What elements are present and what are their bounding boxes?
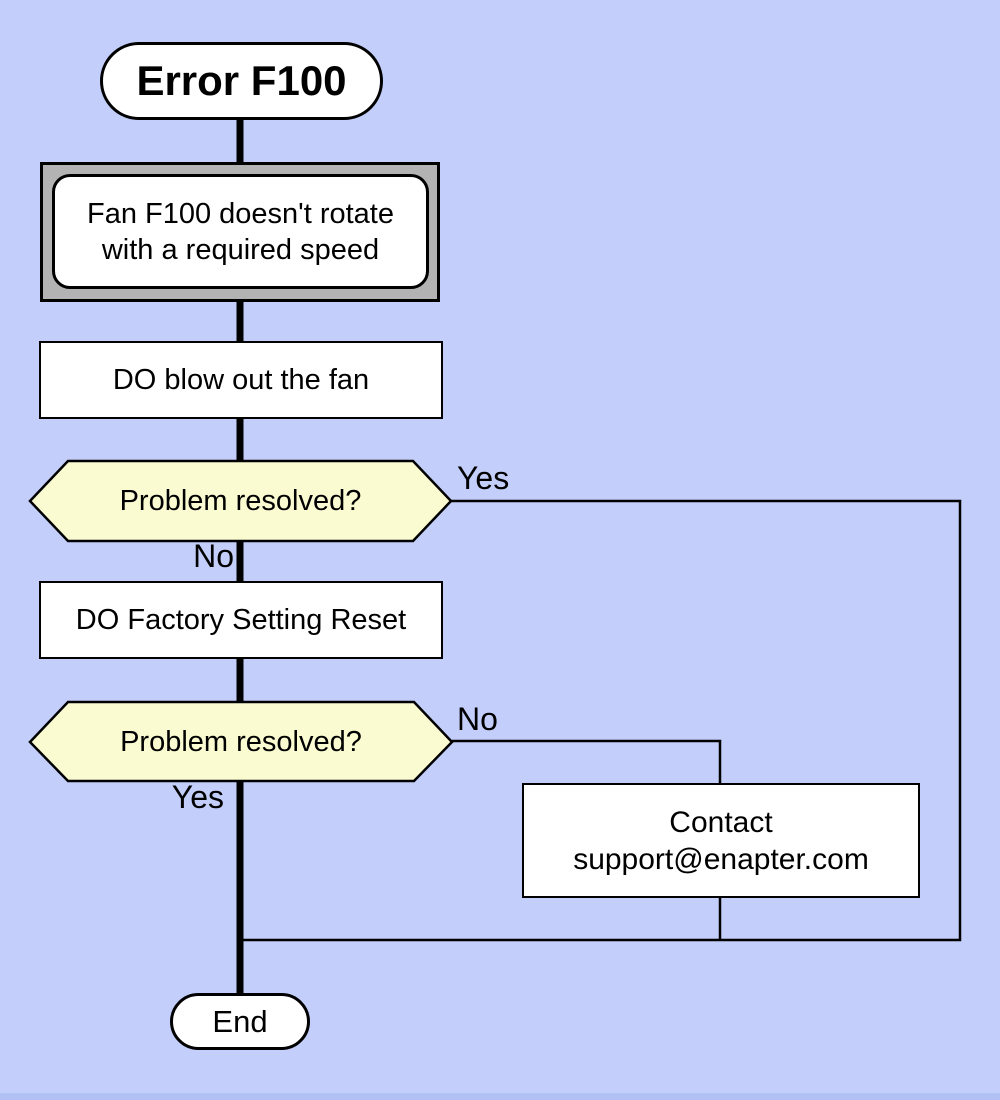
decision-1-shape	[28, 459, 453, 543]
edge-no-branch-2	[452, 739, 722, 783]
end-node-label: End	[212, 1004, 268, 1039]
decision-2-node: Problem resolved?	[30, 702, 452, 782]
contact-support-line1: Contact	[669, 805, 773, 839]
action-blow-out-fan-node: DO blow out the fan	[39, 341, 443, 419]
edge-label-yes-1: Yes	[457, 460, 510, 496]
end-node: End	[170, 993, 310, 1050]
action-blow-out-fan-label: DO blow out the fan	[112, 364, 370, 396]
contact-support-node: Contact support@enapter.com	[522, 783, 920, 898]
start-node: Error F100	[100, 42, 383, 120]
fault-node: Fan F100 doesn't rotate with a required …	[52, 174, 429, 289]
action-factory-reset-label: DO Factory Setting Reset	[75, 604, 407, 636]
decision-1-node: Problem resolved?	[30, 461, 451, 541]
edge-label-no-1: No	[193, 538, 234, 574]
action-factory-reset-node: DO Factory Setting Reset	[39, 581, 443, 659]
edge-label-no-2: No	[457, 701, 498, 737]
decision-2-shape	[28, 700, 454, 783]
fault-node-line2: with a required speed	[101, 233, 380, 266]
edge-yes-branch-1	[240, 499, 962, 942]
decision-1-label: Problem resolved?	[119, 484, 362, 517]
viewport-bottom-edge	[0, 1093, 1000, 1100]
fault-node-line1: Fan F100 doesn't rotate	[86, 197, 394, 230]
contact-support-line2: support@enapter.com	[573, 842, 869, 876]
decision-2-label: Problem resolved?	[120, 725, 362, 758]
edge-label-yes-2: Yes	[171, 779, 224, 815]
start-node-label: Error F100	[136, 57, 347, 104]
